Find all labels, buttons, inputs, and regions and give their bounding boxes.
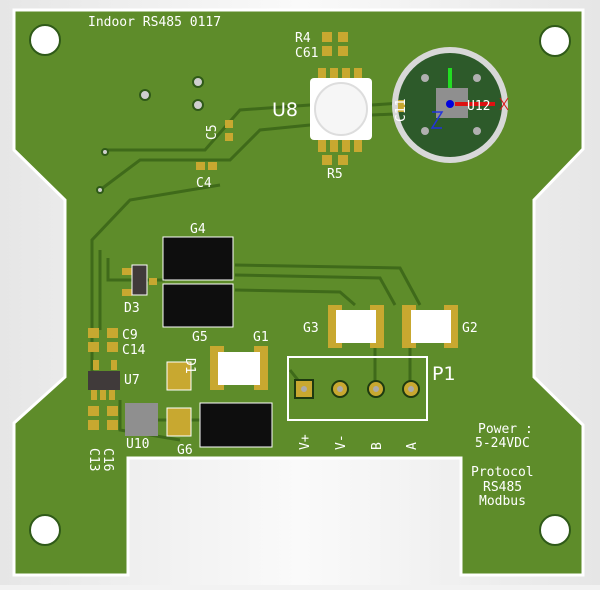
mounting-holes [29,24,571,546]
p1-pins [294,379,420,399]
protocol-rs485: RS485 [483,480,522,495]
u10-component [125,403,158,436]
label-d3: D3 [124,301,140,316]
label-g3: G3 [303,321,319,336]
label-c61: C61 [295,46,318,61]
u7-component [88,371,120,390]
mounting-hole [29,24,61,56]
protocol-modbus: Modbus [479,494,526,509]
board-title: Indoor RS485 0117 [88,15,221,30]
mounting-hole [29,514,61,546]
label-p1: P1 [432,363,456,385]
label-g4: G4 [190,222,206,237]
label-c16: C16 [100,448,115,471]
g1-component [210,346,268,390]
axis-z-marker [430,111,444,129]
label-g2: G2 [462,321,478,336]
label-c9: C9 [122,328,138,343]
label-u7: U7 [124,373,140,388]
u12-sensor [392,47,509,163]
u8-component [196,32,372,170]
label-g5: G5 [192,330,208,345]
label-c5: C5 [205,124,220,140]
pin-label-b: B [370,442,385,450]
power-label: Power : [478,422,533,437]
vias [96,76,204,194]
label-d1: D1 [182,358,197,374]
d3-component [122,264,157,296]
mounting-hole [539,25,571,57]
label-r5: R5 [327,167,343,182]
axis-x-marker [499,97,509,111]
g4-component [162,236,234,281]
label-g1: G1 [253,330,269,345]
pin-label-a: A [405,442,420,450]
p1-outline [287,356,428,421]
label-c13: C13 [86,448,101,471]
power-value: 5-24VDC [475,436,530,451]
g3-component [328,305,384,348]
g6-component [199,402,273,448]
protocol-label: Protocol [471,465,534,480]
label-u12: U12 [467,99,490,114]
mounting-hole [539,514,571,546]
pin-label-vplus: V+ [298,434,313,450]
label-g6: G6 [177,443,193,458]
label-c11: C11 [394,99,409,122]
d1-component [166,361,192,437]
g5-component [162,283,234,328]
label-r4: R4 [295,31,311,46]
label-c14: C14 [122,343,146,358]
g2-component [402,305,458,348]
label-u10: U10 [126,437,149,452]
small-passives [88,328,118,430]
label-c4: C4 [196,176,212,191]
pin-label-vminus: V- [334,434,349,450]
label-u8: U8 [272,99,298,121]
